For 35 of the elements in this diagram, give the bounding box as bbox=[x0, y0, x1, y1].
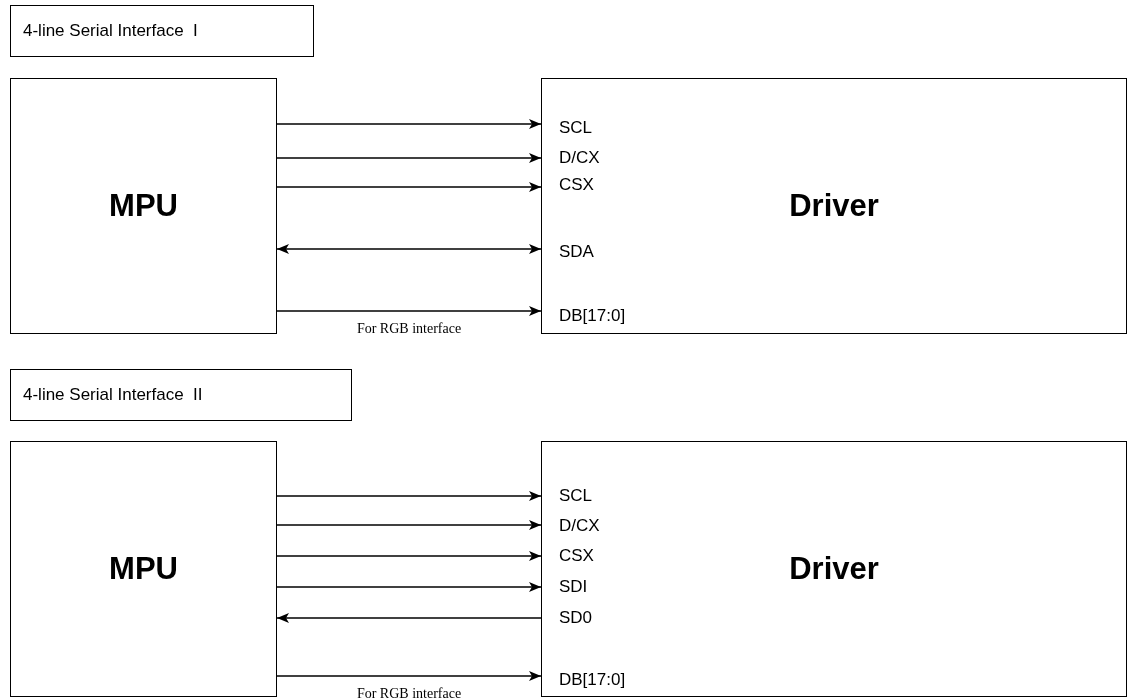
arrow bbox=[276, 306, 542, 316]
pin-name: D/CX bbox=[559, 148, 600, 168]
edge-label: For RGB interface bbox=[354, 686, 464, 698]
pin-name: DB[17:0] bbox=[559, 306, 626, 326]
driver-block bbox=[541, 78, 1127, 334]
pin-name: SDI bbox=[559, 577, 588, 597]
block-label: Driver bbox=[789, 188, 879, 224]
mpu-block bbox=[10, 78, 277, 334]
arrow bbox=[276, 613, 542, 623]
arrow bbox=[276, 671, 542, 681]
title-box bbox=[10, 369, 352, 421]
pin-name: SCL bbox=[559, 118, 593, 138]
arrow bbox=[276, 491, 542, 501]
pin-name: SDA bbox=[559, 242, 594, 262]
pin-name: D/CX bbox=[559, 516, 600, 536]
section-title: 4-line Serial Interface II bbox=[23, 385, 203, 405]
block-label: Driver bbox=[789, 551, 879, 587]
mpu-block bbox=[10, 441, 277, 697]
pin-name: CSX bbox=[559, 546, 594, 566]
arrow bbox=[276, 119, 542, 129]
pin-name: DB[17:0] bbox=[559, 670, 626, 690]
section-title: 4-line Serial Interface I bbox=[23, 21, 198, 41]
arrow bbox=[276, 582, 542, 592]
pin-name: SCL bbox=[559, 486, 593, 506]
driver-block bbox=[541, 441, 1127, 697]
pin-name: CSX bbox=[559, 175, 594, 195]
block-label: MPU bbox=[109, 551, 178, 587]
title-box bbox=[10, 5, 314, 57]
arrow bbox=[276, 182, 542, 192]
arrow bbox=[276, 520, 542, 530]
block-label: MPU bbox=[109, 188, 178, 224]
pin-name: SD0 bbox=[559, 608, 593, 628]
arrow bbox=[276, 244, 542, 254]
arrow bbox=[276, 551, 542, 561]
arrow bbox=[276, 153, 542, 163]
